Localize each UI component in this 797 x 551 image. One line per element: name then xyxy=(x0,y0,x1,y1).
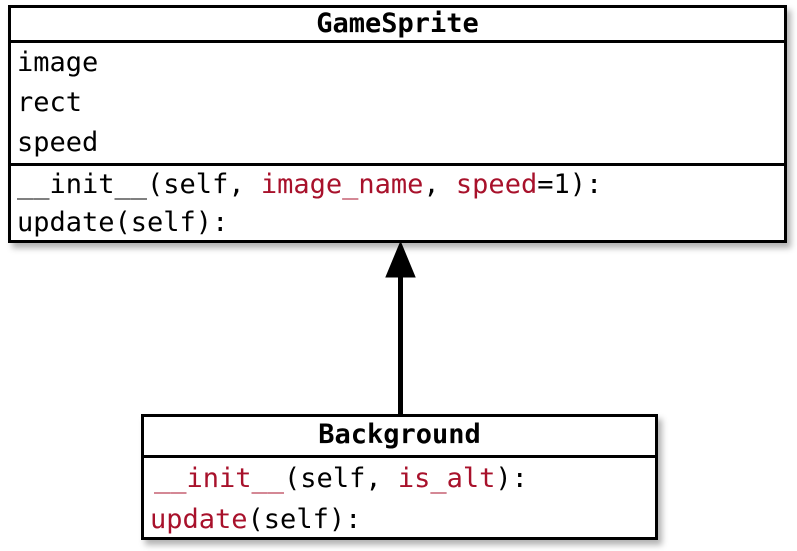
signature-token: (self, xyxy=(284,463,398,494)
signature-token: ): xyxy=(495,463,528,494)
attribute-row: rect xyxy=(17,87,83,118)
method-row: __init__(self, image_name, speed=1): xyxy=(11,166,784,204)
signature-token: __init__(self, xyxy=(17,169,261,200)
signature-token-highlighted: image_name xyxy=(260,169,424,200)
signature-token: =1): xyxy=(537,169,603,200)
methods-compartment-gamesprite: __init__(self, image_name, speed=1): upd… xyxy=(11,163,784,242)
class-name-background: Background xyxy=(318,419,481,450)
method-row: __init__(self, is_alt): xyxy=(144,458,655,499)
method-row: update(self): xyxy=(144,499,655,540)
attribute-row: speed xyxy=(17,127,99,158)
signature-token: , xyxy=(423,169,456,200)
attributes-compartment-gamesprite: image rect speed xyxy=(11,40,784,163)
attribute-row: image xyxy=(17,47,99,78)
signature-token-highlighted: is_alt xyxy=(397,463,496,494)
method-row: update(self): xyxy=(11,204,784,242)
methods-compartment-background: __init__(self, is_alt): update(self): xyxy=(144,455,655,540)
class-box-gamesprite[interactable]: GameSprite image rect speed __init__(sel… xyxy=(8,5,787,243)
class-name-gamesprite: GameSprite xyxy=(316,8,479,39)
class-box-background[interactable]: Background __init__(self, is_alt): updat… xyxy=(141,414,658,540)
signature-token-highlighted: update xyxy=(150,504,248,535)
signature-token-highlighted: speed xyxy=(455,169,538,200)
signature-token-highlighted: __init__ xyxy=(154,463,285,494)
signature-token: (self): xyxy=(247,504,362,535)
signature-token: update(self): xyxy=(17,207,229,238)
generalization-arrowhead-icon xyxy=(385,240,416,278)
